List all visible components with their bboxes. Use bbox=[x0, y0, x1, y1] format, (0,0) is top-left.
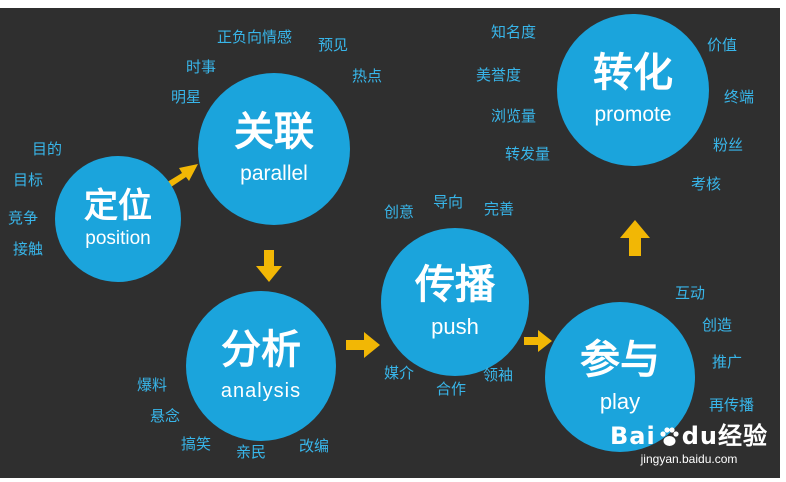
node-analysis-title: 分析 bbox=[221, 327, 301, 373]
keyword: 互动 bbox=[675, 284, 706, 302]
watermark-service: 经验 bbox=[718, 422, 768, 450]
keyword: 媒介 bbox=[384, 364, 415, 382]
node-parallel-subtitle: parallel bbox=[240, 162, 308, 186]
node-promote: 转化 promote bbox=[557, 14, 709, 166]
keyword: 接触 bbox=[13, 240, 44, 258]
baidu-jingyan-watermark: Bai du经验 jingyan.baidu.com bbox=[610, 424, 768, 466]
keyword: 亲民 bbox=[236, 443, 267, 461]
node-position: 定位 position bbox=[55, 156, 181, 282]
keyword: 目标 bbox=[13, 171, 44, 189]
keyword: 搞笑 bbox=[181, 435, 212, 453]
watermark-logo: Bai du经验 bbox=[610, 424, 768, 448]
keyword: 改编 bbox=[299, 437, 330, 455]
keyword: 竞争 bbox=[8, 209, 39, 227]
keyword: 正负向情感 bbox=[217, 28, 293, 46]
node-push-subtitle: push bbox=[431, 313, 479, 339]
keyword: 时事 bbox=[186, 58, 217, 76]
keyword: 粉丝 bbox=[713, 136, 744, 154]
watermark-url: jingyan.baidu.com bbox=[640, 452, 738, 466]
node-analysis-subtitle: analysis bbox=[220, 380, 302, 402]
keyword: 创意 bbox=[384, 203, 415, 221]
node-analysis: 分析 analysis bbox=[186, 291, 336, 441]
node-parallel: 关联 parallel bbox=[198, 73, 350, 225]
arrow-parallel-to-analysis bbox=[256, 250, 282, 282]
keyword: 导向 bbox=[433, 193, 464, 211]
keyword: 转发量 bbox=[505, 145, 551, 163]
keyword: 热点 bbox=[352, 67, 383, 85]
keyword: 目的 bbox=[32, 140, 63, 158]
node-position-subtitle: position bbox=[85, 227, 151, 249]
keyword: 知名度 bbox=[491, 23, 537, 41]
diagram-board: 定位 position 关联 parallel 分析 analysis 传播 p… bbox=[0, 8, 780, 478]
arrow-position-to-parallel bbox=[164, 164, 198, 189]
keyword: 推广 bbox=[712, 353, 743, 371]
keyword: 完善 bbox=[484, 200, 515, 218]
keyword: 领袖 bbox=[483, 366, 514, 384]
keyword: 价值 bbox=[707, 36, 738, 54]
keyword: 明星 bbox=[171, 88, 202, 106]
arrow-play-to-promote bbox=[620, 220, 650, 256]
node-promote-subtitle: promote bbox=[594, 103, 672, 127]
keyword: 创造 bbox=[702, 316, 733, 334]
node-push: 传播 push bbox=[381, 228, 529, 376]
keyword: 美誉度 bbox=[476, 66, 522, 84]
arrow-push-to-play bbox=[524, 330, 552, 352]
node-position-title: 定位 bbox=[84, 185, 152, 226]
keyword: 预见 bbox=[318, 36, 349, 54]
keyword: 终端 bbox=[724, 88, 755, 106]
node-promote-title: 转化 bbox=[593, 50, 673, 97]
watermark-brand: Bai bbox=[610, 422, 656, 450]
keyword: 浏览量 bbox=[491, 107, 537, 125]
keyword: 再传播 bbox=[709, 396, 755, 414]
keyword: 合作 bbox=[436, 380, 467, 398]
keyword: 考核 bbox=[691, 175, 722, 193]
node-play-subtitle: play bbox=[599, 388, 641, 414]
node-parallel-title: 关联 bbox=[234, 109, 314, 156]
keyword: 悬念 bbox=[150, 407, 181, 425]
paw-icon bbox=[660, 427, 679, 446]
node-play: 参与 play bbox=[545, 302, 695, 452]
node-push-title: 传播 bbox=[415, 261, 495, 308]
node-play-title: 参与 bbox=[580, 336, 660, 383]
arrow-analysis-to-push bbox=[346, 332, 380, 358]
keyword: 爆料 bbox=[137, 376, 168, 394]
watermark-brand-suffix: du bbox=[681, 422, 718, 450]
